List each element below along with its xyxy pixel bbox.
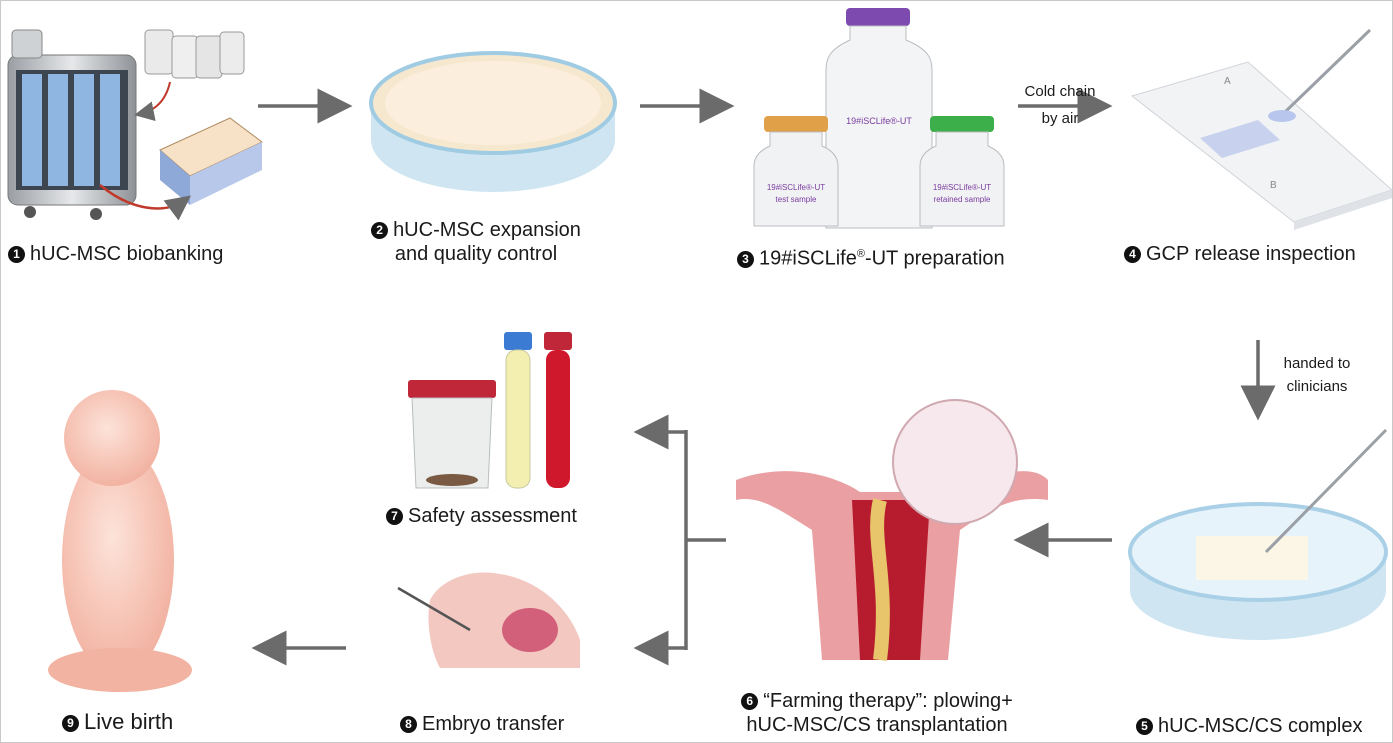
step-9-text: Live birth bbox=[84, 709, 173, 734]
vial-test-label-2: test sample bbox=[776, 195, 817, 204]
step-1-text: hUC-MSC biobanking bbox=[30, 243, 223, 265]
transport-caption: Cold chain by air bbox=[1010, 82, 1110, 128]
blood-tube-icon bbox=[544, 332, 572, 488]
step-6-label: 6 “Farming therapy”: plowing+ hUC-MSC/CS … bbox=[712, 689, 1042, 737]
vial-big-icon: 19#iSCLife®-UT bbox=[826, 8, 932, 228]
step-3-text-pre: 19#iSCLife bbox=[759, 248, 857, 270]
step-4-label: 4 GCP release inspection bbox=[1124, 242, 1356, 266]
vial-test-label-1: 19#iSCLife®-UT bbox=[767, 183, 825, 192]
step-6-text-1: “Farming therapy”: plowing+ bbox=[763, 690, 1013, 712]
step-6-text-2: hUC-MSC/CS transplantation bbox=[712, 713, 1042, 737]
step-3-text-post: -UT preparation bbox=[865, 248, 1005, 270]
step-5-number: 5 bbox=[1136, 718, 1153, 735]
step-9-number: 9 bbox=[62, 715, 79, 732]
transport-line-1: Cold chain bbox=[1010, 82, 1110, 101]
step-1-number: 1 bbox=[8, 246, 25, 263]
step-8-text: Embryo transfer bbox=[422, 713, 564, 735]
vial-retained-label-1: 19#iSCLife®-UT bbox=[933, 183, 991, 192]
baby-icon bbox=[48, 390, 192, 692]
handoff-caption: handed to clinicians bbox=[1272, 354, 1362, 396]
slide-mark-a: A bbox=[1224, 76, 1231, 87]
handoff-line-2: clinicians bbox=[1272, 377, 1362, 396]
petri-dish-icon bbox=[371, 53, 615, 192]
step-7-label: 7 Safety assessment bbox=[386, 504, 577, 528]
step-2-text-1: hUC-MSC expansion bbox=[393, 219, 581, 241]
vial-retained-icon: 19#iSCLife®-UT retained sample bbox=[920, 116, 1004, 226]
step-7-text: Safety assessment bbox=[408, 505, 577, 527]
vial-big-label: 19#iSCLife®-UT bbox=[846, 116, 912, 126]
step-5-text: hUC-MSC/CS complex bbox=[1158, 715, 1362, 737]
step-8-label: 8 Embryo transfer bbox=[400, 712, 564, 736]
transport-line-2: by air bbox=[1010, 109, 1110, 128]
bracket-arrows bbox=[644, 430, 726, 650]
urine-tube-icon bbox=[504, 332, 532, 488]
step-4-text: GCP release inspection bbox=[1146, 243, 1356, 265]
step-7-number: 7 bbox=[386, 508, 403, 525]
step-2-text-2: and quality control bbox=[356, 242, 596, 266]
slide-mark-b: B bbox=[1270, 180, 1277, 191]
uterus-icon bbox=[736, 400, 1048, 660]
step-9-label: 9 Live birth bbox=[62, 710, 173, 734]
handoff-line-1: handed to bbox=[1272, 354, 1362, 373]
step-3-number: 3 bbox=[737, 251, 754, 268]
microfluidic-slide-icon: A B bbox=[1132, 30, 1392, 230]
embryo-transfer-icon bbox=[398, 572, 580, 668]
step-3-text-sup: ® bbox=[857, 248, 865, 260]
cryo-tank-icon bbox=[8, 30, 136, 220]
step-1-label: 1 hUC-MSC biobanking bbox=[8, 242, 223, 266]
step-2-label: 2 hUC-MSC expansion and quality control bbox=[356, 218, 596, 266]
step-8-number: 8 bbox=[400, 716, 417, 733]
step-3-label: 3 19#iSCLife®-UT preparation bbox=[737, 242, 1005, 271]
step-2-number: 2 bbox=[371, 222, 388, 239]
step-5-label: 5 hUC-MSC/CS complex bbox=[1136, 714, 1362, 738]
step-6-number: 6 bbox=[741, 693, 758, 710]
specimen-cup-icon bbox=[408, 380, 496, 488]
dish-complex-icon bbox=[1130, 430, 1386, 640]
vial-retained-label-2: retained sample bbox=[934, 195, 991, 204]
vial-test-icon: 19#iSCLife®-UT test sample bbox=[754, 116, 838, 226]
step-4-number: 4 bbox=[1124, 246, 1141, 263]
cryo-vials-icon bbox=[140, 30, 244, 114]
